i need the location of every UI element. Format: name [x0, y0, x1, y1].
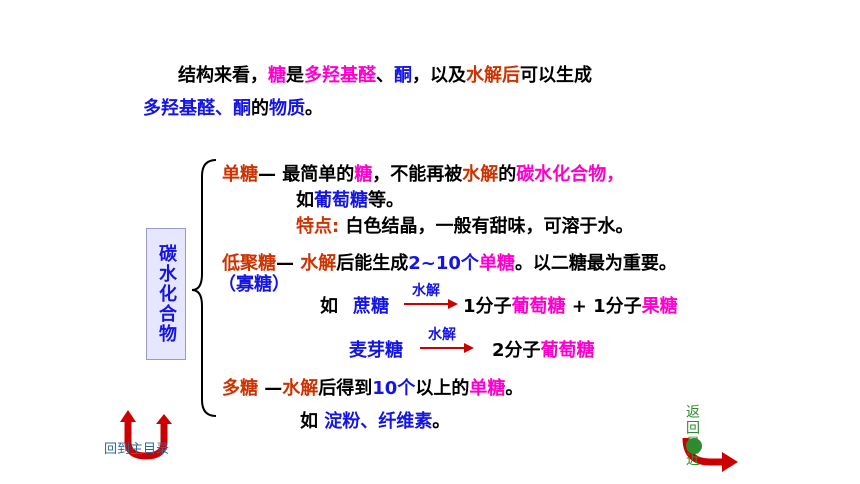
poly-text: 后得到 [318, 378, 373, 399]
reaction-arrow-icon [404, 299, 458, 309]
intro-ketone: 酮 [394, 65, 412, 86]
mono-feature-text: 白色结晶，一般有甜味，可溶于水。 [345, 216, 634, 237]
prod-text: 2分子 [492, 340, 541, 361]
intro-substance: 物质 [269, 98, 305, 119]
curly-brace-icon [191, 159, 217, 417]
u-turn-arrow-icon [120, 410, 172, 460]
poly-line-1: 多糖 —水解后得到10个以上的单糖。 [222, 377, 523, 401]
intro-line-1: 结构来看，糖是多羟基醛、酮，以及水解后可以生成 [178, 64, 592, 88]
back-to-main-label: 回到主目录 [104, 442, 170, 457]
mono-text: ， [606, 164, 625, 185]
intro-text: 、 [376, 65, 394, 86]
back-to-recent-button[interactable]: 返回最近 [676, 404, 740, 480]
oligo-text: — [276, 253, 301, 274]
mono-feature-label: 特点: [296, 216, 340, 237]
oligo-text: 后能生成 [336, 253, 409, 274]
reaction-arrow-icon [420, 343, 474, 353]
poly-text: 。 [432, 411, 451, 432]
maltose-products: 2分子葡萄糖 [492, 339, 595, 363]
poly-text: 。 [505, 378, 524, 399]
poly-text: 以上的 [415, 378, 470, 399]
poly-name: 多糖 [222, 378, 258, 399]
prod-text: 1分子 [463, 296, 512, 317]
prod-fructose: 果糖 [641, 296, 678, 317]
mono-text: ，不能再被 [372, 164, 463, 185]
prod-glucose-2: 葡萄糖 [540, 340, 595, 361]
intro-line-2: 多羟基醛、酮的物质。 [143, 97, 323, 121]
intro-polyhydroxy-aldehyde-2: 多羟基醛 [143, 98, 215, 119]
intro-after-hydrolysis: 水解后 [466, 65, 520, 86]
carbohydrate-label: 碳水化合物 [156, 244, 177, 344]
mono-carbohydrate: 碳水化合物 [516, 164, 607, 185]
intro-text: 可以生成 [520, 65, 592, 86]
intro-text: ，以及 [412, 65, 466, 86]
poly-line-2: 如 淀粉、纤维素。 [300, 410, 450, 434]
oligo-alt-name: （寡糖） [218, 274, 290, 295]
mono-text: 的 [498, 164, 517, 185]
prod-glucose: 葡萄糖 [511, 296, 566, 317]
oligo-name: 低聚糖 [222, 253, 276, 274]
intro-sugar: 糖 [268, 65, 286, 86]
oligo-text: 。以二糖最为重要。 [514, 253, 677, 274]
sucrose-products: 1分子葡萄糖 + 1分子果糖 [463, 295, 678, 319]
carbohydrate-box: 碳水化合物 [146, 228, 186, 360]
oligo-like: 如 [320, 296, 338, 317]
mono-text: 如 [296, 190, 314, 211]
arrow-label-hydrolysis-2: 水解 [428, 327, 456, 343]
intro-text: 。 [305, 98, 323, 119]
mono-text: — 最简单的 [258, 164, 355, 185]
oligo-line-1: 低聚糖— 水解后能生成2~10个单糖。以二糖最为重要。 [222, 252, 677, 276]
curved-arrow-icon [682, 437, 738, 472]
intro-text: 的 [251, 98, 269, 119]
oligo-monosaccharide: 单糖 [478, 253, 515, 274]
mono-feature: 特点: 白色结晶，一般有甜味，可溶于水。 [296, 215, 633, 239]
intro-polyhydroxy-aldehyde: 多羟基醛 [304, 65, 376, 86]
mono-sugar: 糖 [354, 164, 373, 185]
poly-monosaccharide: 单糖 [469, 378, 506, 399]
mono-name: 单糖 [222, 164, 258, 185]
mono-text: 等。 [368, 190, 404, 211]
oligo-range: 2~10个 [408, 253, 479, 274]
intro-ketone-2: 酮 [233, 98, 251, 119]
poly-examples: 淀粉、纤维素 [324, 411, 433, 432]
oligo-hydrolysis: 水解 [300, 253, 337, 274]
back-to-main-button[interactable]: 回到主目录 [104, 410, 194, 460]
mono-line-1: 单糖— 最简单的糖，不能再被水解的碳水化合物， [222, 163, 624, 187]
poly-range: 10个 [372, 378, 416, 399]
back-to-recent-label: 返回最近 [684, 404, 700, 468]
mono-hydrolysis: 水解 [462, 164, 499, 185]
intro-text: 是 [286, 65, 304, 86]
poly-text: 如 [300, 411, 325, 432]
mono-glucose: 葡萄糖 [314, 190, 368, 211]
mono-line-2: 如葡萄糖等。 [296, 189, 404, 213]
poly-text: — [258, 378, 283, 399]
intro-text: 、 [215, 98, 233, 119]
poly-hydrolysis: 水解 [282, 378, 319, 399]
oligo-sucrose: 蔗糖 [353, 296, 389, 317]
prod-text: + 1分子 [565, 296, 642, 317]
intro-text: 结构来看， [178, 65, 268, 86]
oligo-maltose: 麦芽糖 [349, 340, 403, 361]
arrow-label-hydrolysis-1: 水解 [412, 283, 440, 299]
